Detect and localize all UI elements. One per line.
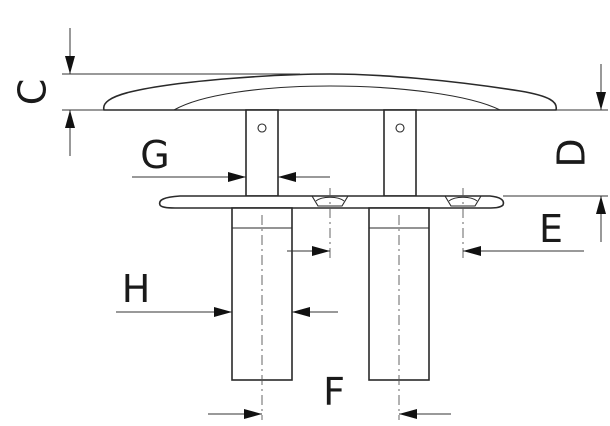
base-flange [158, 195, 505, 209]
label-f: F [323, 370, 345, 414]
support-right [383, 109, 417, 197]
dimension-c [62, 28, 300, 156]
label-g: G [140, 133, 169, 177]
dimension-d [503, 64, 608, 242]
support-left [245, 109, 279, 197]
label-d: D [550, 138, 594, 167]
label-e: E [539, 207, 563, 251]
dimension-f [208, 409, 451, 419]
leg-right [368, 207, 430, 381]
cleat-horn [102, 73, 558, 111]
dimension-h [116, 307, 338, 317]
dimension-g [132, 172, 330, 182]
dimension-e [287, 246, 584, 256]
label-c: C [11, 79, 55, 106]
label-h: H [122, 267, 151, 311]
leg-left [231, 207, 293, 381]
